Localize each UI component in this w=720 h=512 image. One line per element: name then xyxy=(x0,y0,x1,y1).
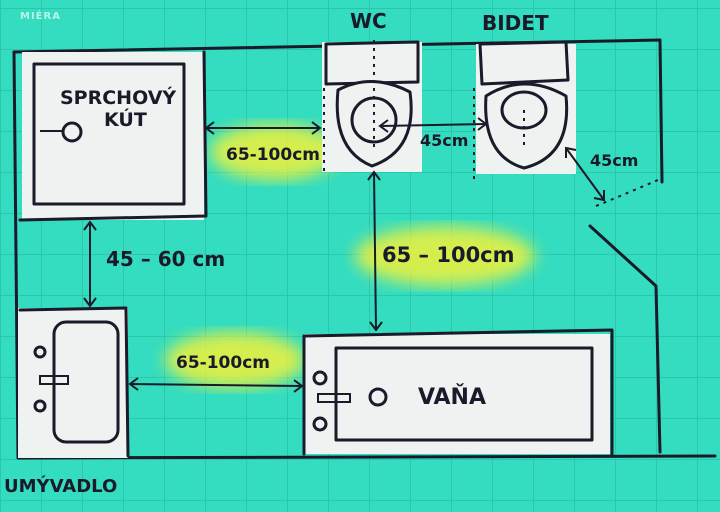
dim-sink-bath: 65-100cm xyxy=(176,353,270,373)
wc-label: WC xyxy=(350,9,387,33)
shower-label-line2: KÚT xyxy=(104,107,147,131)
shower-fixture: SPRCHOVÝ KÚT xyxy=(18,50,208,222)
door-swing xyxy=(595,179,659,207)
dim-bidet-wall: 45cm xyxy=(590,151,638,170)
shower-label-line1: SPRCHOVÝ xyxy=(60,85,176,109)
dim-shower-sink: 45 – 60 cm xyxy=(106,247,225,271)
bath-fixture: VAŇA xyxy=(302,328,614,456)
highlight-sink-bath xyxy=(165,332,305,388)
highlight-shower-wc xyxy=(210,124,340,180)
wc-fixture: WC xyxy=(322,9,422,176)
brand-watermark: MIÉRA xyxy=(20,11,61,22)
sink-fixture: UMÝVADLO xyxy=(4,306,130,497)
bath-label: VAŇA xyxy=(418,384,486,410)
dim-shower-wc: 65-100cm xyxy=(226,145,320,165)
dim-wc-bath: 65 – 100cm xyxy=(382,243,515,267)
wall-right-door xyxy=(588,224,662,454)
sink-label: UMÝVADLO xyxy=(4,475,117,497)
wall-top xyxy=(12,38,664,184)
bidet-fixture: BIDET xyxy=(473,11,576,180)
dim-wc-bidet: 45cm xyxy=(420,131,468,150)
highlight-wc-bath xyxy=(355,226,535,286)
dimension-arrows xyxy=(83,117,605,393)
bidet-label: BIDET xyxy=(482,11,549,35)
